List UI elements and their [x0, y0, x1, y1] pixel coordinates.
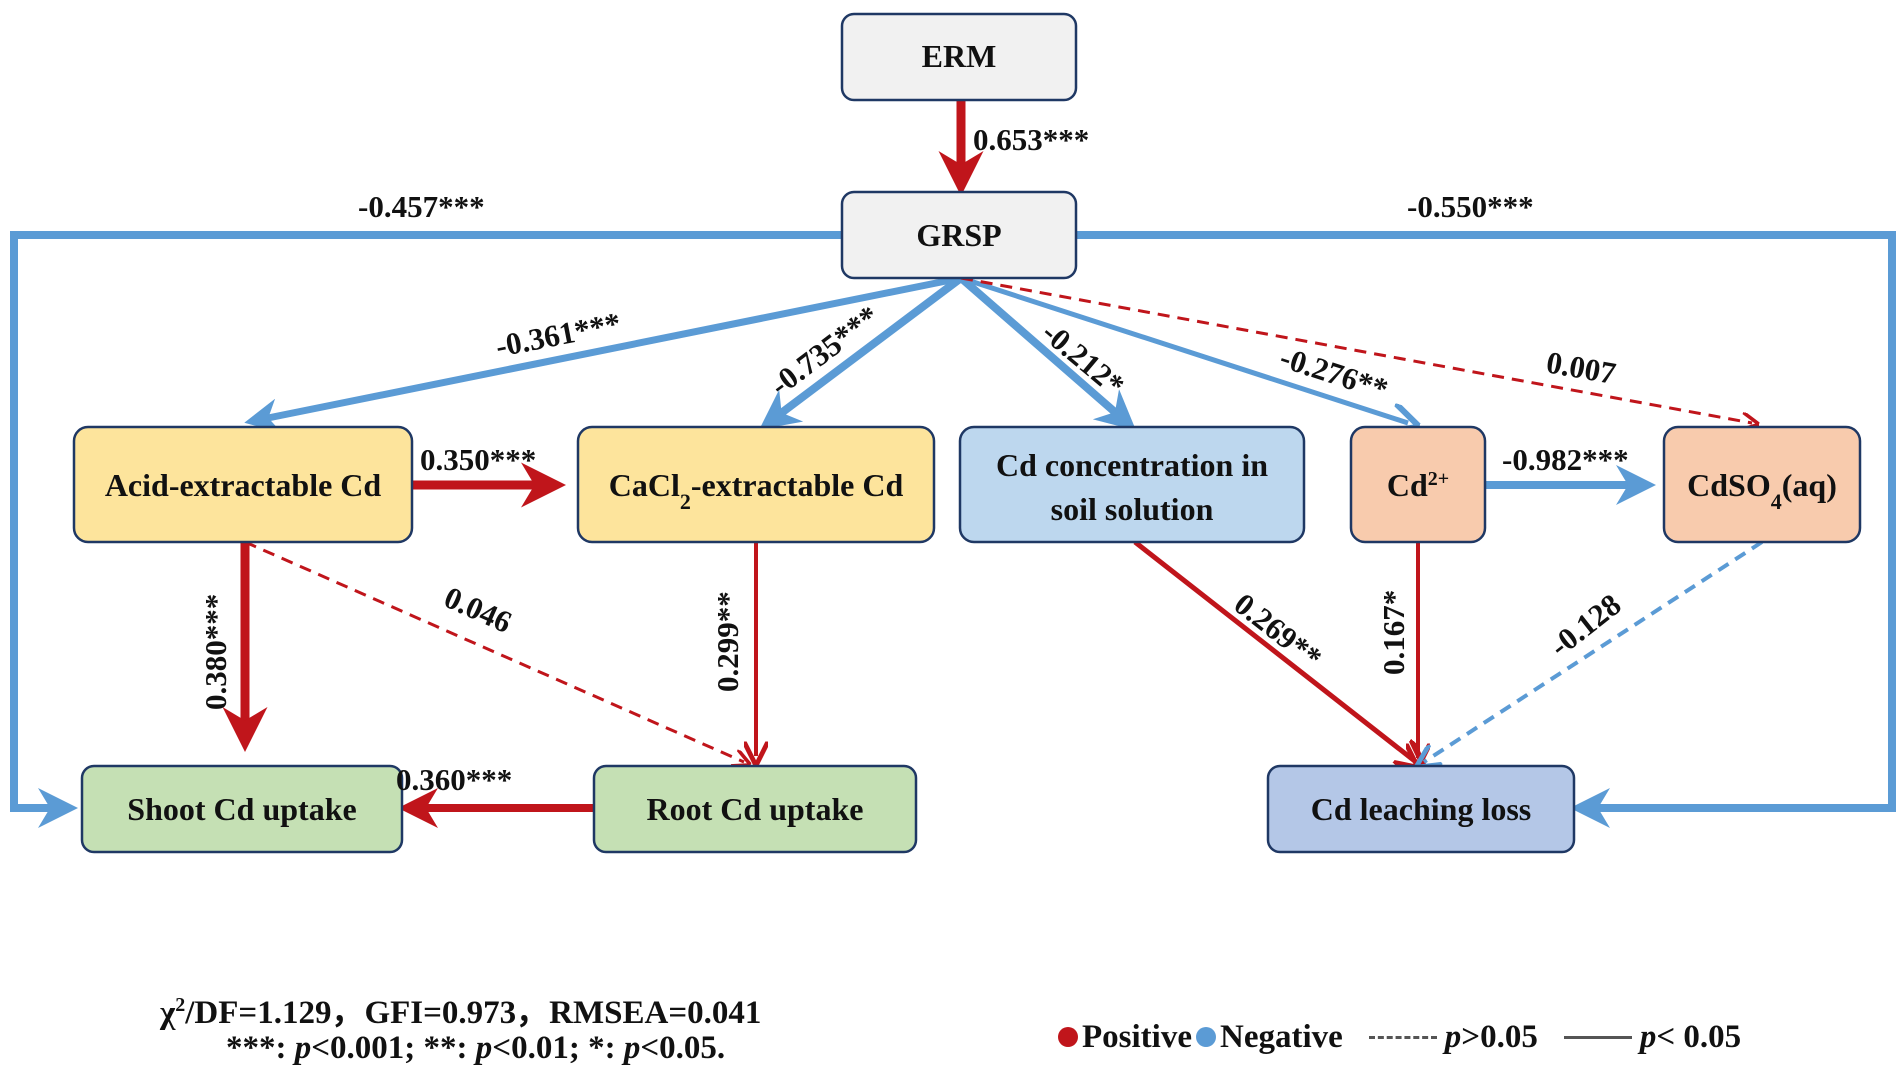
- significance-note: ***: p<0.001; **: p<0.01; *: p<0.05.: [226, 1030, 725, 1067]
- node-erm: ERM: [840, 12, 1078, 102]
- sig-p-1: p: [623, 1030, 641, 1066]
- sig-p-3: p: [294, 1030, 312, 1066]
- node-leach-label: Cd leaching loss: [1311, 791, 1531, 827]
- negative-dot-icon: [1195, 1027, 1216, 1047]
- label-acid-root: 0.046: [439, 579, 517, 639]
- node-cd2: Cd2+: [1349, 425, 1487, 544]
- node-cacl2: CaCl2-extractable Cd: [576, 425, 936, 544]
- legend-solid: p < 0.05: [1563, 1018, 1742, 1056]
- fit-statistics: χ2/DF=1.129，GFI=0.973，RMSEA=0.041: [160, 985, 761, 1033]
- path-acid-root: [244, 540, 744, 762]
- legend-negative-label: Negative: [1219, 1018, 1343, 1055]
- node-grsp: GRSP: [840, 190, 1078, 280]
- path-grsp-acid: [244, 274, 962, 433]
- label-grsp-leach: -0.550***: [1407, 189, 1534, 224]
- fit-chi-sup: 2: [175, 994, 186, 1016]
- node-cacl2-label: CaCl2-extractable Cd: [609, 467, 904, 514]
- node-soil-label-2: soil solution: [1051, 491, 1214, 527]
- node-acid: Acid-extractable Cd: [72, 425, 414, 544]
- node-soil-label-1: Cd concentration in: [996, 447, 1268, 483]
- label-acid-cacl2: 0.350***: [420, 442, 536, 477]
- legend-positive: Positive: [1058, 1019, 1192, 1056]
- label-cacl2-root: 0.299**: [710, 591, 745, 692]
- sig-val-3: <0.001;: [311, 1030, 424, 1066]
- solid-line-icon: [1563, 1035, 1632, 1039]
- path-grsp-leach: [1076, 231, 1896, 828]
- path-grsp-cd2: [960, 275, 1408, 423]
- label-grsp-cdso4: 0.007: [1544, 344, 1619, 391]
- fit-chi-rest: /DF=1.129，GFI=0.973，RMSEA=0.041: [185, 995, 762, 1031]
- sig-stars-1: *:: [588, 1030, 624, 1066]
- label-cd2-cdso4: -0.982***: [1502, 442, 1629, 477]
- node-root-label: Root Cd uptake: [647, 791, 864, 827]
- fit-chi-symbol: χ: [160, 995, 176, 1031]
- sig-val-2: <0.01;: [492, 1030, 589, 1066]
- sig-val-1: <0.05.: [640, 1030, 726, 1066]
- dashed-line-icon: [1368, 1035, 1437, 1039]
- path-cdso4-leach: [1424, 540, 1764, 762]
- legend-positive-label: Positive: [1082, 1018, 1192, 1055]
- label-soil-leach: 0.269**: [1228, 586, 1329, 676]
- label-grsp-shoot: -0.457***: [358, 189, 485, 224]
- path-soil-leach: [1133, 540, 1416, 762]
- legend: Positive Negative p >0.05 p < 0.05: [1058, 1012, 1741, 1062]
- node-grsp-label: GRSP: [916, 217, 1001, 253]
- legend-dashed-val: >0.05: [1461, 1018, 1538, 1055]
- node-acid-label: Acid-extractable Cd: [105, 467, 382, 503]
- label-root-shoot: 0.360***: [396, 762, 512, 797]
- label-cdso4-leach: -0.128: [1543, 587, 1628, 664]
- node-leaching: Cd leaching loss: [1266, 764, 1576, 854]
- label-grsp-acid: -0.361***: [493, 305, 624, 364]
- label-cd2-leach: 0.167*: [1376, 590, 1411, 675]
- sig-stars-3: ***:: [226, 1030, 295, 1066]
- path-grsp-cdso4: [960, 276, 1752, 423]
- sig-stars-2: **:: [423, 1030, 476, 1066]
- path-grsp-soil: [958, 274, 1137, 431]
- node-erm-label: ERM: [922, 38, 997, 74]
- label-acid-shoot: 0.380***: [198, 594, 233, 710]
- label-erm-grsp: 0.653***: [973, 122, 1089, 157]
- path-grsp-cacl2: [759, 274, 964, 430]
- sig-p-2: p: [475, 1030, 493, 1066]
- legend-negative: Negative: [1195, 1018, 1343, 1056]
- node-shoot-label: Shoot Cd uptake: [127, 791, 356, 827]
- legend-solid-p: p: [1639, 1018, 1657, 1055]
- node-cdso4: CdSO4(aq): [1662, 425, 1862, 544]
- node-cdso4-label: CdSO4(aq): [1687, 467, 1837, 514]
- legend-dashed-p: p: [1444, 1018, 1462, 1055]
- legend-dashed: p >0.05: [1368, 1018, 1538, 1056]
- node-cd2-label: Cd2+: [1387, 467, 1449, 503]
- path-grsp-shoot: [10, 231, 842, 828]
- node-shoot: Shoot Cd uptake: [80, 764, 404, 854]
- node-soil-solution: Cd concentration in soil solution: [958, 425, 1306, 544]
- legend-solid-val: < 0.05: [1656, 1018, 1742, 1055]
- node-root: Root Cd uptake: [592, 764, 918, 854]
- positive-dot-icon: [1058, 1027, 1078, 1047]
